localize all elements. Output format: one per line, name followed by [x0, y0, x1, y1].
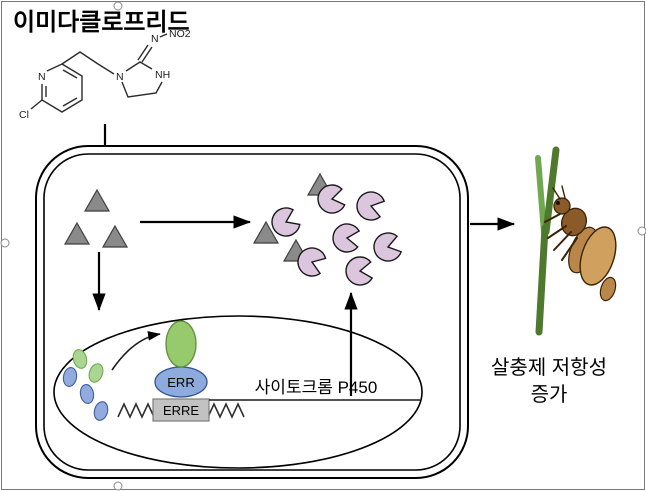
nucleus-contents: ERRE ERR 사이토크롬 P450 — [62, 320, 420, 422]
green-protein-icon — [72, 349, 88, 369]
bug-antenna — [561, 185, 566, 199]
resize-handle-bottom[interactable] — [113, 481, 123, 491]
nucleus — [53, 315, 423, 469]
planthopper-icon — [544, 185, 617, 302]
ring-n-label: N — [116, 71, 124, 83]
erre-box — [152, 398, 210, 422]
bug-abdomen-tip — [599, 276, 617, 302]
dna-squiggle-right — [207, 402, 245, 419]
coactivator-green-oval-icon — [165, 320, 197, 368]
nitro-label: NO2 — [169, 28, 191, 40]
bug-eye — [556, 201, 560, 205]
resistance-text-line2: 증가 — [531, 383, 568, 406]
bug-leg — [544, 213, 561, 223]
bug-head — [553, 197, 571, 215]
bug-leg — [553, 231, 572, 251]
cell-membrane-inner — [43, 153, 461, 471]
plant-stem — [535, 146, 560, 336]
pyridine-double-bonds — [45, 69, 78, 107]
pyridine-ring-edge — [46, 63, 63, 72]
resistance-text-line1: 살충제 저항성 — [491, 356, 607, 379]
resize-handle-right[interactable] — [637, 226, 646, 236]
blue-protein-icon — [79, 384, 95, 404]
cytochrome-p450-label: 사이토크롬 P450 — [255, 378, 378, 397]
stem-blade-left — [535, 155, 547, 235]
bug-leg — [561, 237, 578, 261]
methylene-bridge — [61, 51, 115, 75]
err-label: ERR — [167, 375, 194, 390]
bug-antenna — [552, 187, 561, 200]
stem-stalk — [535, 224, 549, 336]
imine-double-bond — [137, 44, 153, 63]
bug-fore-wing — [579, 226, 617, 286]
erre-label: ERRE — [163, 403, 199, 418]
imidazolidine-bottom — [121, 81, 163, 98]
imidazolidine-top — [125, 61, 153, 72]
nitro-bond — [159, 33, 168, 38]
blue-protein-icon — [93, 401, 109, 421]
pyridine-n-label: N — [38, 71, 46, 83]
resize-handle-top[interactable] — [113, 1, 123, 11]
arrow-recruitment — [111, 331, 161, 371]
chlorine-bond — [30, 99, 43, 110]
diagram-title: 이미다클로프리드 — [13, 9, 190, 36]
pyridine-ring — [41, 63, 83, 113]
resize-handle-left[interactable] — [0, 238, 10, 248]
green-protein-icon — [88, 363, 104, 383]
dna-squiggle-left — [117, 402, 155, 419]
stem-blade-right — [542, 146, 560, 236]
ring-nh-label: NH — [155, 69, 170, 81]
chlorine-label: Cl — [19, 109, 29, 121]
blue-protein-icon — [62, 367, 78, 387]
bug-leg — [547, 225, 567, 239]
imidacloprid-structure: N Cl N NH N NO2 — [19, 28, 191, 121]
imine-n-label: N — [151, 33, 159, 45]
